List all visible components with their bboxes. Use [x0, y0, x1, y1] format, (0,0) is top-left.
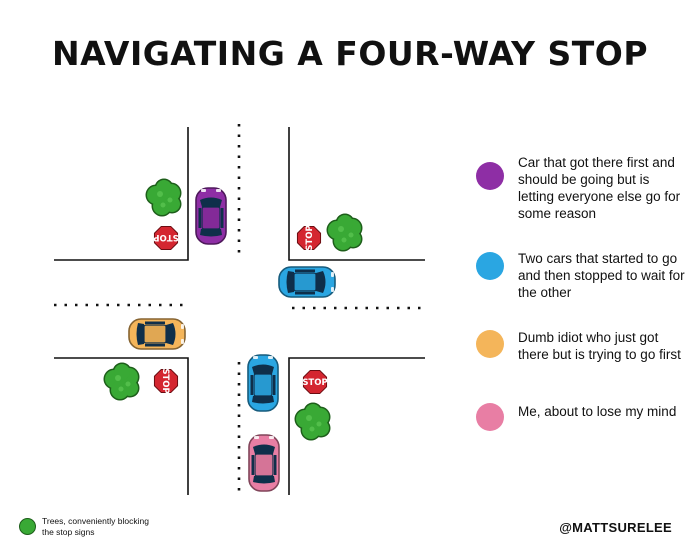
car-blue-south — [247, 354, 279, 412]
legend-dot-purple — [476, 162, 504, 190]
stop-octagon — [296, 225, 322, 251]
tree-foliage — [164, 196, 180, 212]
stop-sign-label: STOP — [160, 368, 170, 393]
tree-legend-icon — [19, 518, 36, 535]
stop-sign-top-left: STOP — [153, 225, 179, 251]
stop-sign-label: STOP — [305, 225, 315, 250]
tree-foliage — [345, 231, 361, 247]
tree-bottom-right — [294, 402, 331, 441]
tree-bottom-left — [103, 362, 140, 401]
legend-dot-blue — [476, 252, 504, 280]
stop-sign-label: STOP — [302, 378, 327, 388]
legend-text-pink: Me, about to lose my mind — [518, 404, 677, 419]
stop-octagon — [302, 369, 328, 395]
credit-handle: @MATTSURELEE — [559, 520, 672, 535]
curb-top-right — [288, 127, 425, 261]
stop-octagon — [153, 225, 179, 251]
legend-text-orange: Dumb idiot who just got there but is try… — [518, 330, 681, 362]
stop-sign-bottom-right: STOP — [302, 369, 328, 395]
car-pink — [248, 434, 280, 492]
legend-text-blue: Two cars that started to go and then sto… — [518, 251, 685, 300]
curb-top-left — [54, 127, 189, 261]
center-lines — [54, 124, 425, 495]
car-blue-east — [278, 266, 336, 298]
stop-octagon — [153, 368, 179, 394]
tree-top-left — [145, 178, 182, 217]
curb-bottom-left — [54, 357, 189, 495]
stop-sign-top-right: STOP — [296, 225, 322, 251]
tree-top-right — [326, 213, 363, 252]
legend-text-purple: Car that got there first and should be g… — [518, 155, 681, 221]
stop-sign-bottom-left: STOP — [153, 368, 179, 394]
tree-foliage — [122, 380, 138, 396]
page-title: NAVIGATING A FOUR-WAY STOP — [51, 34, 649, 73]
legend-dot-pink — [476, 403, 504, 431]
curb-bottom-right — [288, 357, 425, 495]
curb-lines — [54, 127, 425, 495]
car-purple — [195, 187, 227, 245]
car-orange — [128, 318, 186, 350]
stop-sign-label: STOP — [153, 232, 178, 242]
tree-foliage — [313, 420, 329, 436]
legend-dot-orange — [476, 330, 504, 358]
tree-legend-text: Trees, conveniently blocking the stop si… — [42, 516, 149, 537]
